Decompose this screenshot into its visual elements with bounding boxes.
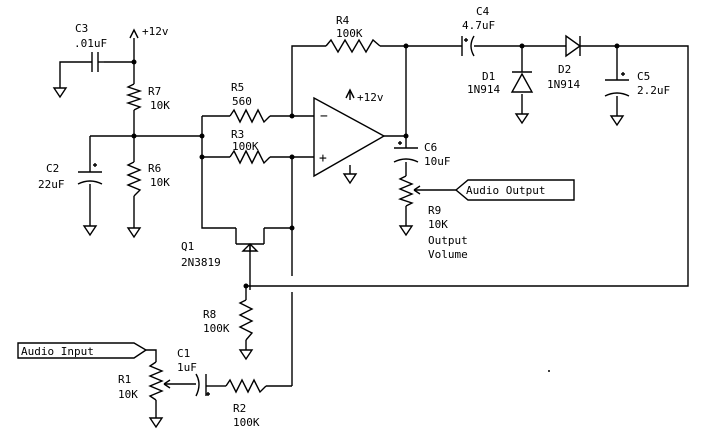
label-r8: R8 (203, 308, 216, 321)
resistor-r7 (125, 83, 143, 111)
label-r3: R3 (231, 128, 244, 141)
junction-dot (131, 59, 137, 65)
vcc-arrow-icon (345, 88, 355, 99)
junction-dot (199, 154, 205, 160)
ground-icon (82, 225, 98, 237)
opamp-symbol (313, 96, 386, 178)
label-c1-value: 1uF (177, 361, 197, 374)
label-d2-value: 1N914 (547, 78, 580, 91)
resistor-r5 (229, 108, 271, 124)
capacitor-c3 (91, 52, 104, 72)
diode-d2 (565, 34, 582, 58)
junction-dot (289, 113, 295, 119)
label-q1: Q1 (181, 240, 194, 253)
label-c5: C5 (637, 70, 650, 83)
ground-icon (609, 115, 625, 127)
label-c4-value: 4.7uF (462, 19, 495, 32)
label-r7: R7 (148, 85, 161, 98)
label-r9-desc2: Volume (428, 248, 468, 261)
label-d1: D1 (482, 70, 495, 83)
diode-d1 (510, 71, 534, 93)
label-r9: R9 (428, 204, 441, 217)
label-d1-value: 1N914 (467, 83, 500, 96)
label-r5: R5 (231, 81, 244, 94)
capacitor-c1 (195, 373, 210, 397)
capacitor-c4 (461, 35, 475, 57)
label-r2-value: 100K (233, 416, 260, 429)
label-c2: C2 (46, 162, 59, 175)
resistor-r4 (325, 38, 381, 54)
resistor-r8 (238, 299, 254, 341)
label-plus12-top: +12v (142, 25, 169, 38)
label-c3-value: .01uF (74, 37, 107, 50)
label-c1: C1 (177, 347, 190, 360)
junction-dot (289, 225, 295, 231)
junction-dot (289, 154, 295, 160)
audio-input-label: Audio Input (21, 345, 94, 358)
junction-dots (131, 43, 620, 372)
resistor-r3 (229, 149, 271, 165)
label-d2: D2 (558, 63, 571, 76)
label-r2: R2 (233, 402, 246, 415)
label-r4: R4 (336, 14, 350, 27)
capacitor-c5 (604, 72, 630, 97)
ground-icon (514, 113, 530, 125)
label-r1: R1 (118, 373, 131, 386)
label-r9-value: 10K (428, 218, 448, 231)
ground-icon (126, 227, 142, 239)
label-c6: C6 (424, 141, 437, 154)
label-c4: C4 (476, 5, 490, 18)
label-c6-value: 10uF (424, 155, 451, 168)
junction-dot (614, 43, 620, 49)
audio-output-label: Audio Output (466, 184, 545, 197)
junction-dot (199, 133, 205, 139)
ground-icon (148, 417, 164, 429)
label-r7-value: 10K (150, 99, 170, 112)
resistor-r6 (126, 161, 142, 197)
vcc-arrow-icon (129, 28, 139, 39)
ground-icon (342, 173, 358, 185)
junction-dot (131, 133, 137, 139)
potentiometer-r1 (148, 361, 171, 401)
ground-icon (398, 225, 414, 237)
potentiometer-r9 (398, 175, 421, 207)
ground-icon (238, 349, 254, 361)
capacitor-c2 (77, 163, 103, 188)
ground-symbols (52, 87, 625, 429)
junction-dot (243, 283, 249, 289)
label-r8-value: 100K (203, 322, 230, 335)
audio-input-port: Audio Input (17, 342, 148, 359)
opamp-inverting-sign: − (320, 109, 328, 124)
label-r6-value: 10K (150, 176, 170, 189)
stray-dot (548, 370, 550, 372)
label-r6: R6 (148, 162, 161, 175)
jfet-q1 (235, 228, 265, 252)
capacitor-c6 (393, 141, 419, 163)
ground-icon (52, 87, 68, 99)
label-r4-value: 100K (336, 27, 363, 40)
junction-dot (519, 43, 525, 49)
junction-dot (403, 133, 409, 139)
label-c3: C3 (75, 22, 88, 35)
label-r9-desc1: Output (428, 234, 468, 247)
opamp-noninverting-sign: + (319, 151, 327, 166)
label-plus12-opamp: +12v (357, 91, 384, 104)
label-r1-value: 10K (118, 388, 138, 401)
label-q1-value: 2N3819 (181, 256, 221, 269)
junction-dot (403, 43, 409, 49)
label-c2-value: 22uF (38, 178, 65, 191)
component-labels: C3 .01uF +12v R7 10K R6 10K C2 22uF R5 5… (38, 5, 670, 429)
label-r3-value: 100K (232, 140, 259, 153)
audio-output-port: Audio Output (454, 179, 575, 201)
label-c5-value: 2.2uF (637, 84, 670, 97)
label-r5-value: 560 (232, 95, 252, 108)
resistor-r2 (225, 378, 267, 394)
